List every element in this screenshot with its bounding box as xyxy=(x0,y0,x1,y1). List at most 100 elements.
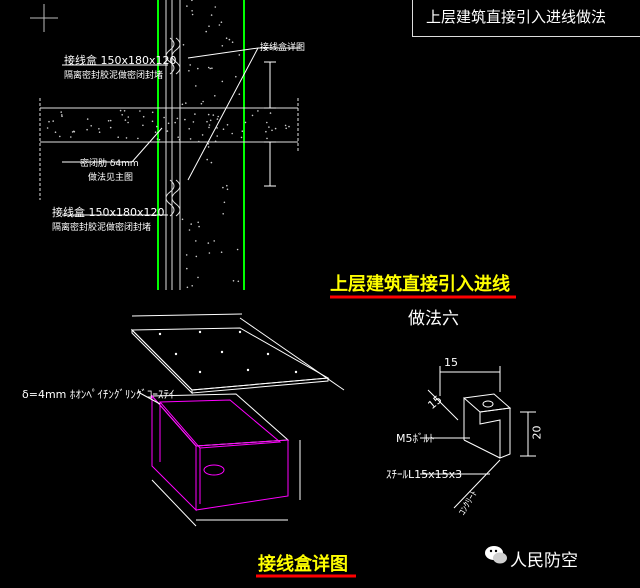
hatch-dot xyxy=(265,130,267,133)
hatch-dot xyxy=(206,158,208,161)
hatch-dot xyxy=(218,24,221,26)
hatch-dot xyxy=(208,124,211,126)
hatch-dot xyxy=(59,135,61,138)
sub-caption: 做法六 xyxy=(408,309,459,329)
hatch-dot xyxy=(98,131,101,133)
title-frame xyxy=(412,0,640,37)
hatch-dot xyxy=(167,122,170,125)
hatch-dot xyxy=(221,80,224,83)
hatch-dot xyxy=(188,70,190,72)
hatch-dot xyxy=(195,255,198,258)
hatch-dot xyxy=(232,280,235,282)
label-box-bottom: 接线盒 150x180x120 xyxy=(52,206,165,219)
hatch-dot xyxy=(216,135,218,137)
hatch-dot xyxy=(235,75,237,78)
lid-screw-hole xyxy=(198,330,202,334)
hatch-dot xyxy=(182,44,185,46)
hatch-dot xyxy=(142,124,144,127)
box-lid-plate xyxy=(130,313,345,395)
hatch-dot xyxy=(222,128,225,130)
hatch-dot xyxy=(166,130,169,132)
hatch-dot xyxy=(176,117,179,120)
hatch-dot xyxy=(188,229,191,231)
lid-screw-hole xyxy=(238,330,242,334)
label-pipe-note2: 做法见主图 xyxy=(88,173,134,183)
hatch-dot xyxy=(181,103,184,106)
hatch-dot xyxy=(200,102,203,105)
hatch-dot xyxy=(109,126,112,129)
box-caption: 接线盒详图 xyxy=(258,554,348,575)
hatch-dot xyxy=(151,111,154,114)
hatch-dot xyxy=(190,223,192,225)
hatch-dot xyxy=(123,110,126,112)
hatch-dot xyxy=(107,120,110,122)
hatch-dot xyxy=(288,125,290,128)
hatch-dot xyxy=(210,14,213,16)
hatch-dot xyxy=(237,280,240,283)
hatch-dot xyxy=(189,138,192,140)
hatch-dot xyxy=(225,37,228,39)
hatch-dot xyxy=(174,121,176,124)
hatch-dot xyxy=(226,124,229,126)
hatch-dot xyxy=(70,136,72,138)
hatch-dot xyxy=(205,30,207,33)
hatch-dot xyxy=(271,129,273,132)
main-caption: 上层建筑直接引入进线 xyxy=(330,274,510,295)
hatch-dot xyxy=(269,112,272,114)
hatch-dot xyxy=(285,127,288,130)
hatch-dot xyxy=(46,127,49,129)
dimension-lines xyxy=(264,61,276,187)
label-box-bottom-note: 隔离密封胶泥做密闭封堵 xyxy=(52,223,152,233)
lid-screw-holes xyxy=(158,330,298,374)
hatch-dot xyxy=(214,95,216,97)
hatch-dot xyxy=(121,114,123,116)
hatch-dot xyxy=(86,118,89,120)
hatch-dot xyxy=(202,100,204,103)
label-pipe-note: 密闭肋 δ4mm xyxy=(80,159,139,169)
hatch-dot xyxy=(207,146,210,148)
hatch-dot xyxy=(154,131,157,133)
lid-screw-hole xyxy=(266,352,270,356)
hatch-dot xyxy=(54,131,57,133)
hatch-dot xyxy=(216,118,219,120)
hatch-dot xyxy=(197,67,199,70)
lid-screw-hole xyxy=(246,368,250,372)
wall-section xyxy=(157,0,245,290)
hatch-dot xyxy=(238,93,241,95)
hatch-dot xyxy=(139,110,141,112)
label-angle: ｽﾁｰﾙL15x15x3 xyxy=(386,468,463,481)
hatch-dot xyxy=(177,136,179,138)
hatch-dot xyxy=(163,116,165,119)
hatch-dot xyxy=(189,64,191,66)
hatch-dot xyxy=(156,125,158,128)
lid-screw-hole xyxy=(294,370,298,374)
junction-box-upper xyxy=(165,37,181,75)
label-right-note: 接线盒详图 xyxy=(260,43,306,53)
hatch-dot xyxy=(284,124,287,127)
hatch-dot xyxy=(181,218,184,221)
dim-side: 20 xyxy=(530,425,544,440)
hatch-dot xyxy=(137,137,139,140)
hatch-dot xyxy=(186,267,188,270)
hatch-dot xyxy=(266,121,268,124)
hatch-dot xyxy=(191,0,193,2)
hatch-dot xyxy=(184,118,186,121)
hatch-dot xyxy=(222,213,224,215)
hatch-dot xyxy=(156,138,159,140)
hatch-dot xyxy=(73,130,75,133)
hatch-dot xyxy=(125,137,128,139)
hatch-dot xyxy=(90,125,92,127)
hatch-dot xyxy=(236,248,239,251)
hatch-dot xyxy=(86,128,88,131)
hatch-dot xyxy=(191,10,193,12)
hatch-dot xyxy=(117,136,119,138)
hatch-dot xyxy=(214,6,217,8)
hatch-dot xyxy=(257,110,259,112)
hatch-dot xyxy=(268,126,270,128)
hatch-dot xyxy=(197,221,199,224)
hatch-dot xyxy=(198,140,200,143)
label-box-top: 接线盒 150x180x120 xyxy=(64,54,177,67)
hatch-dot xyxy=(127,121,129,124)
hatch-dot xyxy=(192,121,195,123)
